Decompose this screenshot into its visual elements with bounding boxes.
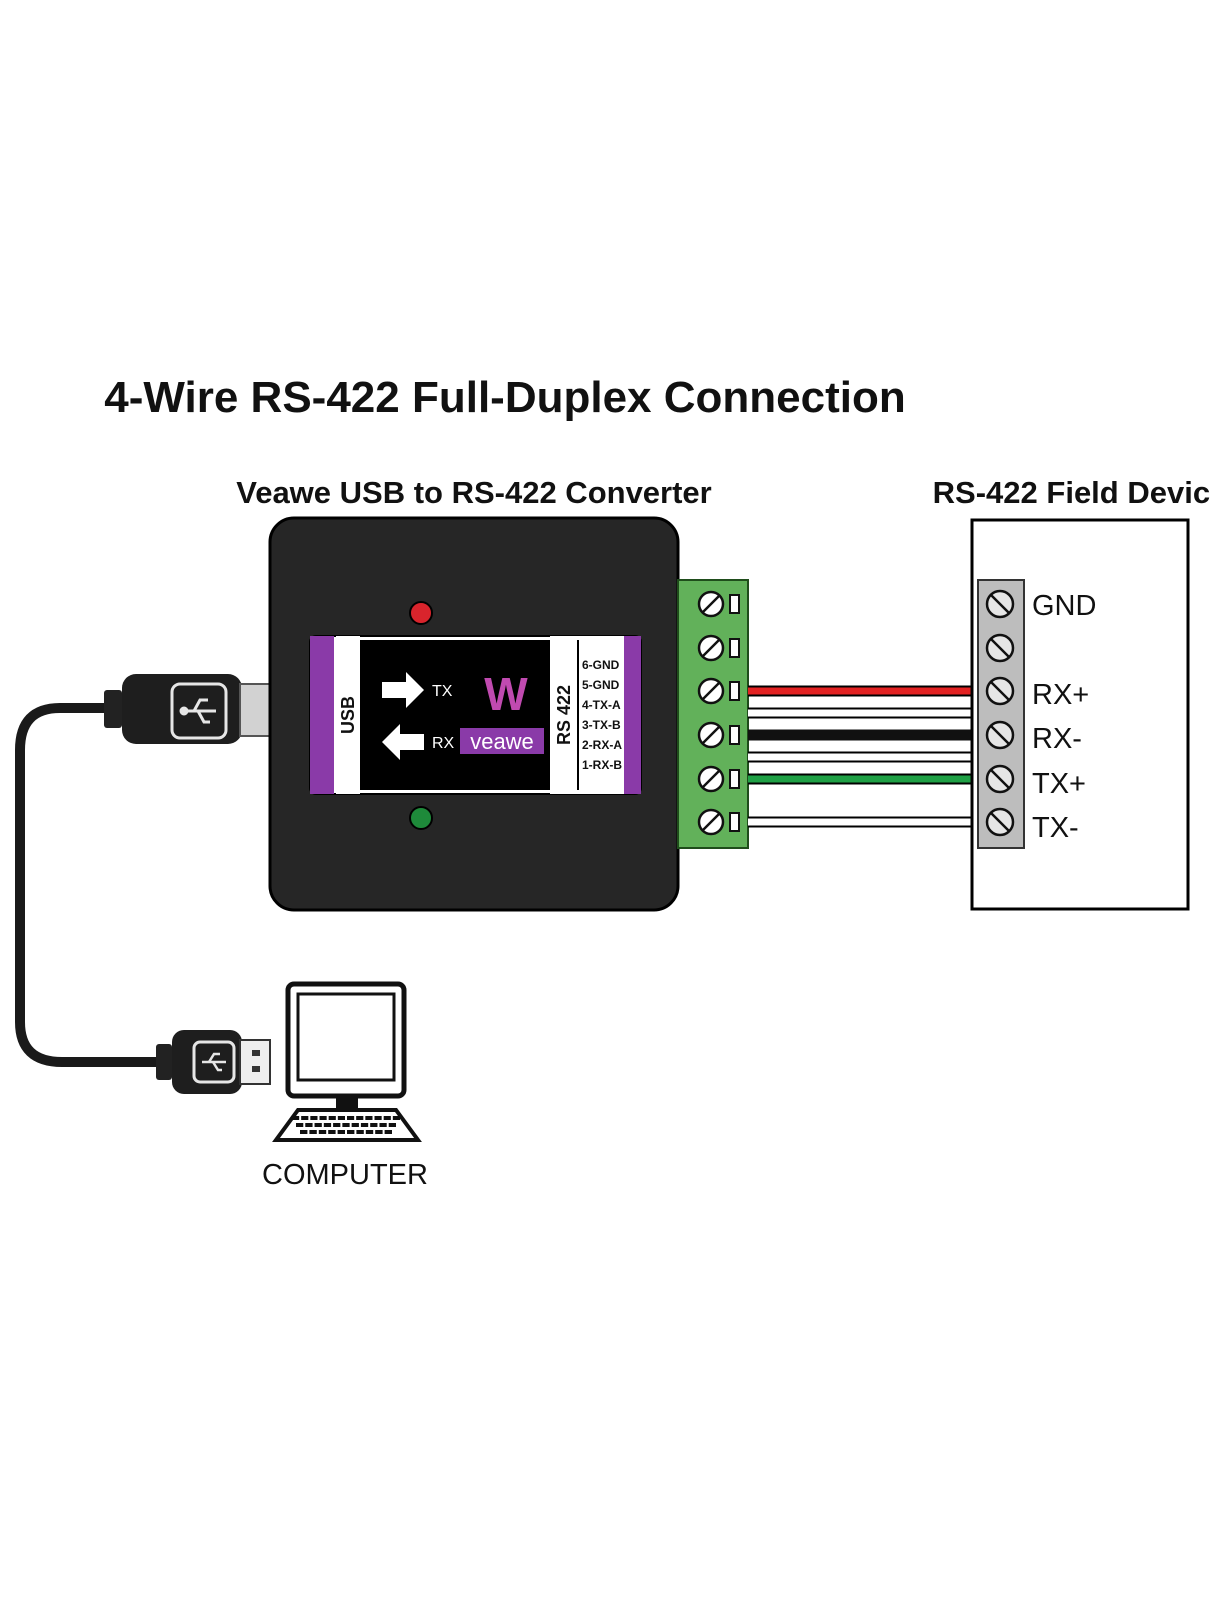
field-device-terminal-labels: GND RX+ RX- TX+ TX- [1032,590,1096,844]
terminal-label: RX- [1032,723,1082,755]
rx-label: RX [432,735,455,752]
tx-arrow-icon [382,672,424,708]
pin-label: 1-RX-B [582,758,622,772]
terminal-screw-icon [985,764,1015,794]
usb-plug-computer [156,1030,271,1094]
led-red [409,601,433,625]
tx-label: TX [432,683,453,700]
terminal-screw-icon [985,589,1015,619]
veawe-brand: veawe [470,729,534,754]
rs422-label: RS 422 [554,685,574,745]
terminal-screw-icon [697,808,740,836]
terminal-screw-icon [697,590,740,618]
terminal-screw-icon [697,765,740,793]
field-device-heading: RS-422 Field Device [933,475,1210,510]
terminal-screw-icon [985,633,1015,663]
usb-icon [179,698,216,724]
usb-icon [202,1052,226,1072]
pin-labels: 6-GND 5-GND 4-TX-A 3-TX-B 2-RX-A 1-RX-B [582,658,622,772]
computer-icon [272,981,422,1142]
usb-plug-converter [104,674,273,744]
computer-label: COMPUTER [262,1159,428,1191]
converter-terminal-block [677,579,749,849]
converter-heading: Veawe USB to RS-422 Converter [236,475,712,510]
terminal-screw-icon [697,721,740,749]
pin-label: 2-RX-A [582,738,622,752]
led-green [409,806,433,830]
veawe-logo-letter: W [484,668,528,720]
terminal-screw-icon [697,634,740,662]
terminal-screw-icon [697,677,740,705]
converter-label-panel: USB TX RX W veawe RS 422 6-GND 5-GND 4-T… [309,635,642,795]
page-title: 4-Wire RS-422 Full-Duplex Connection [104,373,905,422]
terminal-screw-icon [985,720,1015,750]
pin-label: 3-TX-B [582,718,621,732]
terminal-label: TX- [1032,812,1079,844]
wires [748,685,974,828]
terminal-label: TX+ [1032,768,1086,800]
pin-label: 6-GND [582,658,620,672]
rx-arrow-icon [382,724,424,760]
terminal-screw-icon [985,807,1015,837]
pin-label: 5-GND [582,678,620,692]
pin-label: 4-TX-A [582,698,621,712]
terminal-screw-icon [985,676,1015,706]
usb-label: USB [338,696,358,734]
terminal-label: GND [1032,590,1096,622]
usb-cable [15,703,167,1067]
keyboard-icon [292,1116,400,1134]
field-device-terminal-block [977,579,1025,849]
terminal-label: RX+ [1032,679,1089,711]
